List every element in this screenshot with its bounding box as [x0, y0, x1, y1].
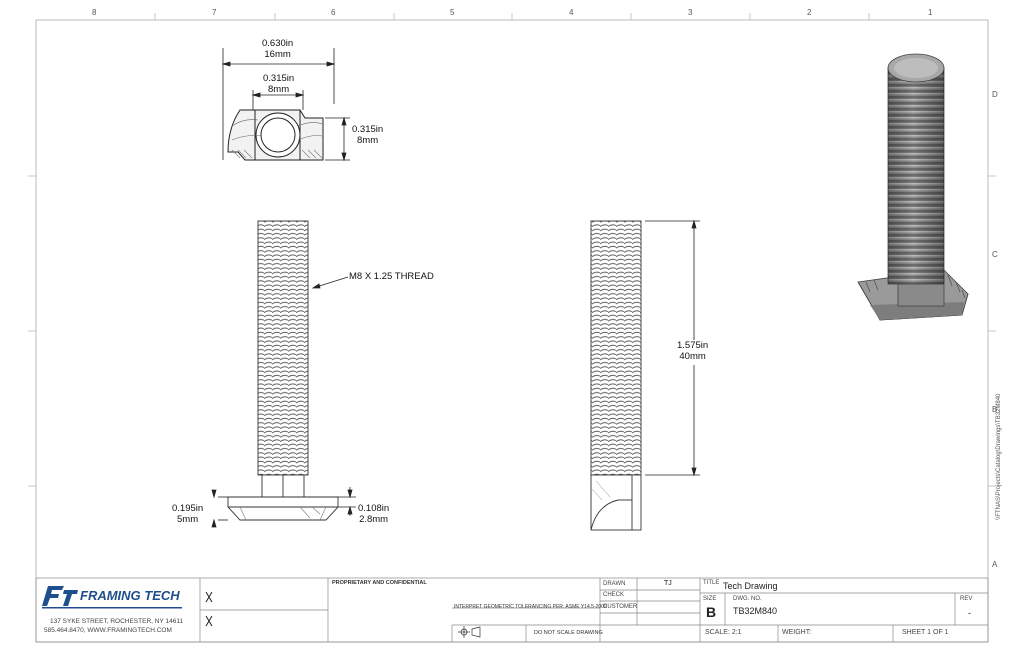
drawing-title: Tech Drawing: [723, 581, 778, 591]
zone-label-right: B: [992, 405, 998, 414]
dim-length: 1.575in 40mm: [677, 340, 708, 362]
company-logo: [42, 586, 182, 609]
sheet-size: B: [706, 604, 717, 620]
dim-flange-height: 0.108in 2.8mm: [358, 503, 389, 525]
check-label: CHECK: [603, 592, 625, 598]
size-label: SIZE: [703, 596, 717, 602]
proprietary-heading: PROPRIETARY AND CONFIDENTIAL: [332, 580, 427, 586]
zone-label-right: D: [992, 90, 998, 99]
weight: WEIGHT:: [782, 629, 812, 636]
dim-mm: 40mm: [679, 351, 706, 362]
tolerancing-note: INTERPRET GEOMETRIC TOLERANCING PER: ASM…: [454, 604, 607, 610]
drawn-label: DRAWN: [603, 581, 626, 587]
zone-label-top: 4: [569, 8, 574, 17]
scale: SCALE: 2:1: [705, 629, 742, 636]
zone-label-top: 7: [212, 8, 217, 17]
thread-callout: M8 X 1.25 THREAD: [349, 271, 434, 282]
dim-mm: 8mm: [268, 84, 290, 95]
dim-inch: 0.630in: [262, 38, 294, 49]
revision: -: [968, 608, 971, 618]
rev-label: REV: [960, 596, 973, 602]
sheet-number: SHEET 1 OF 1: [902, 629, 949, 636]
zone-label-right: C: [992, 250, 998, 259]
drawing-number: TB32M840: [733, 606, 778, 616]
dim-mm: 8mm: [357, 135, 379, 146]
dim-top-height: 0.315in 8mm: [352, 124, 383, 146]
dim-overall-width: 0.630in 16mm: [262, 38, 293, 60]
zone-label-top: 5: [450, 8, 455, 17]
dim-inch: 1.575in: [677, 340, 709, 351]
dim-inch: 0.195in: [172, 503, 204, 514]
dim-mm: 5mm: [177, 514, 199, 525]
company-name: FRAMING TECH: [80, 588, 180, 603]
company-contact: 585.464.8470, WWW.FRAMINGTECH.COM: [44, 627, 172, 634]
customer-label: CUSTOMER: [603, 604, 638, 610]
dim-inch: 0.315in: [352, 124, 384, 135]
title-label: TITLE: [703, 580, 720, 586]
zone-label-top: 6: [331, 8, 336, 17]
company-address: 137 SYKE STREET, ROCHESTER, NY 14611: [50, 618, 184, 625]
dim-slot-width: 0.315in 8mm: [263, 73, 294, 95]
zone-label-top: 1: [928, 8, 933, 17]
zone-label-top: 3: [688, 8, 693, 17]
dwg-no-label: DWG. NO.: [733, 596, 762, 602]
dim-inch: 0.108in: [358, 503, 390, 514]
zone-label-top: 8: [92, 8, 97, 17]
dim-mm: 2.8mm: [359, 514, 389, 525]
zone-label-top: 2: [807, 8, 812, 17]
dim-head-height: 0.195in 5mm: [172, 503, 203, 525]
do-not-scale-note: DO NOT SCALE DRAWING: [534, 630, 603, 636]
drawn-by: TJ: [664, 580, 672, 587]
dim-inch: 0.315in: [263, 73, 295, 84]
zone-label-right: A: [992, 560, 998, 569]
file-path: \\FTNAS\Projects\Catalog\Drawings\TB32M8…: [996, 393, 1002, 520]
dim-mm: 16mm: [264, 49, 291, 60]
